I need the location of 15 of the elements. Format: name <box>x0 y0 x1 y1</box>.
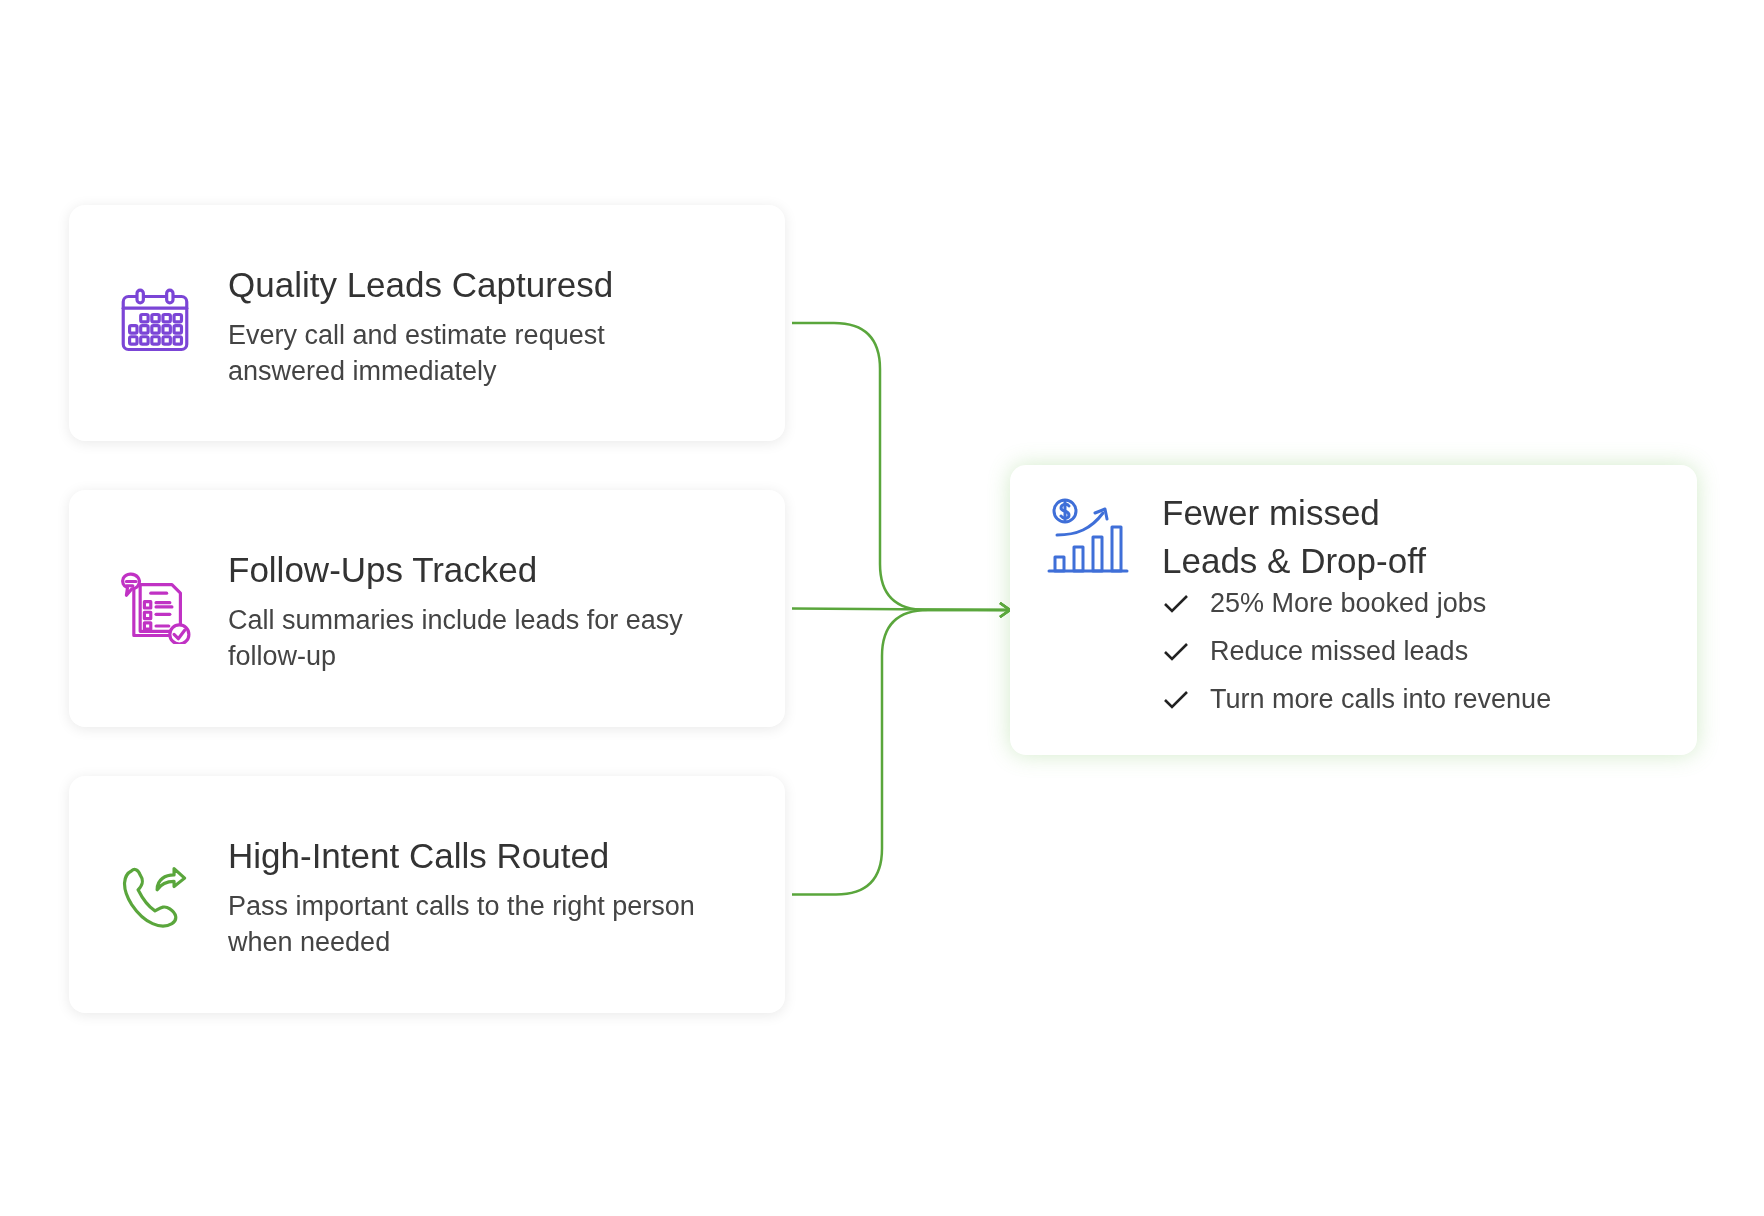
feature-card <box>69 490 785 727</box>
outcome-card <box>1010 465 1697 755</box>
card-heading: Follow-Ups Tracked <box>228 549 539 591</box>
connector-arrow <box>792 601 1012 896</box>
feature-card <box>69 205 785 441</box>
card-description: Call summaries include leads for easy follow-up <box>228 604 684 673</box>
benefit-item: Turn more calls into revenue <box>1210 683 1552 716</box>
card-description: Pass important calls to the right person when needed <box>228 890 696 959</box>
feature-card <box>69 776 785 1013</box>
benefit-item: 25% More booked jobs <box>1210 587 1487 620</box>
card-heading: Fewer missed Leads & Drop-off <box>1162 492 1427 582</box>
card-heading: High-Intent Calls Routed <box>228 835 611 877</box>
benefit-item: Reduce missed leads <box>1210 635 1469 668</box>
card-description: Every call and estimate request answered immediately <box>228 319 606 388</box>
card-heading: Quality Leads Capturesd <box>228 264 615 306</box>
